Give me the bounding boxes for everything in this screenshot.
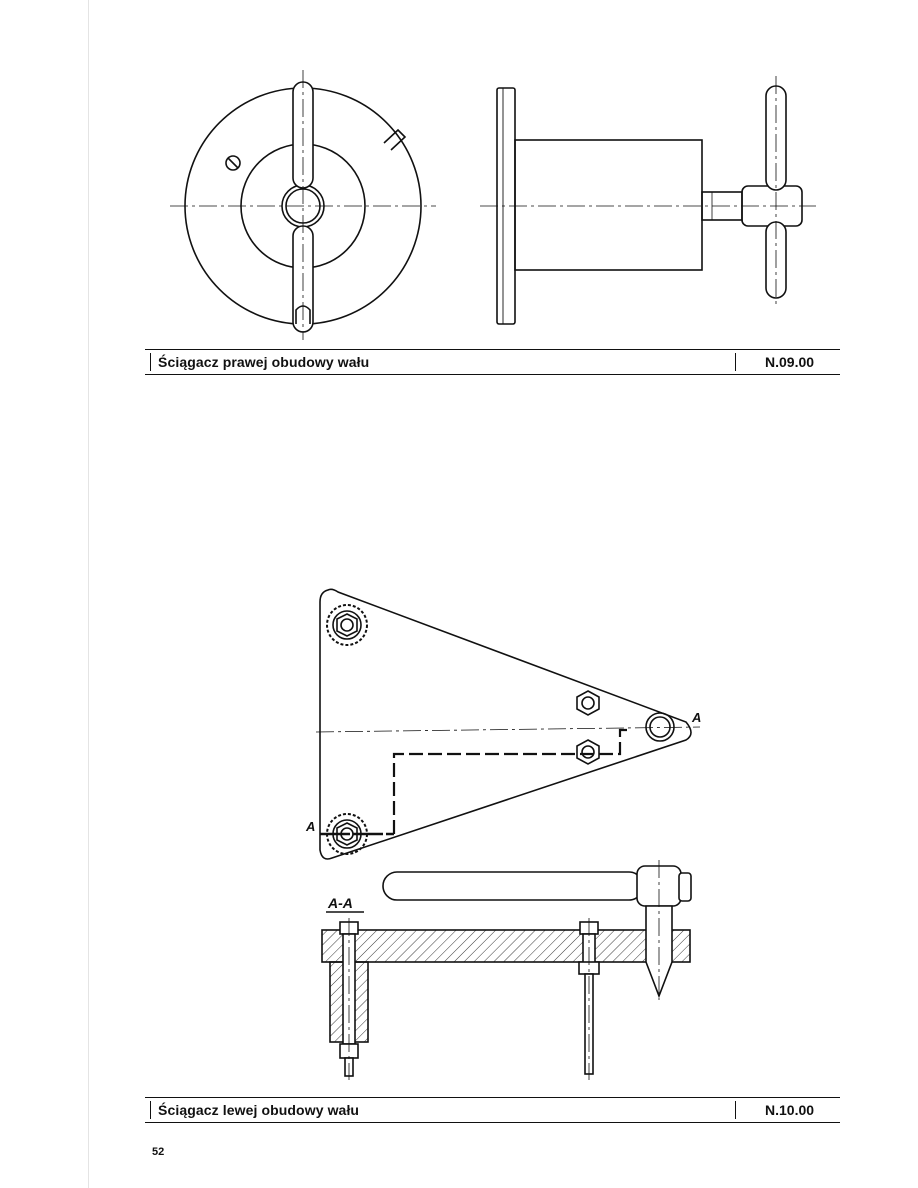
drawing-title: Ściągacz prawej obudowy wału: [158, 354, 370, 370]
cut-mark-right: A: [691, 710, 701, 725]
title-block-divider: [735, 353, 736, 371]
front-view-puller-right: [170, 70, 436, 340]
section-label: A-A: [327, 895, 353, 911]
title-block-lead-line: [150, 353, 151, 371]
title-block-n0900: Ściągacz prawej obudowy wału N.09.00: [145, 349, 840, 375]
title-block-lead-line: [150, 1101, 151, 1119]
plan-view-puller-left: [315, 588, 701, 860]
cut-mark-left: A: [305, 819, 315, 834]
drawing-code: N.09.00: [765, 354, 815, 370]
title-block-divider: [735, 1101, 736, 1119]
title-block-n1000: Ściągacz lewej obudowy wału N.10.00: [145, 1097, 840, 1123]
page-number: 52: [152, 1146, 165, 1158]
section-view-a-a: [321, 860, 692, 1080]
binding-margin-line: [88, 0, 89, 1188]
drawing-code: N.10.00: [765, 1102, 815, 1118]
drawing-title: Ściągacz lewej obudowy wału: [158, 1102, 360, 1118]
side-view-puller-right: [480, 76, 816, 325]
